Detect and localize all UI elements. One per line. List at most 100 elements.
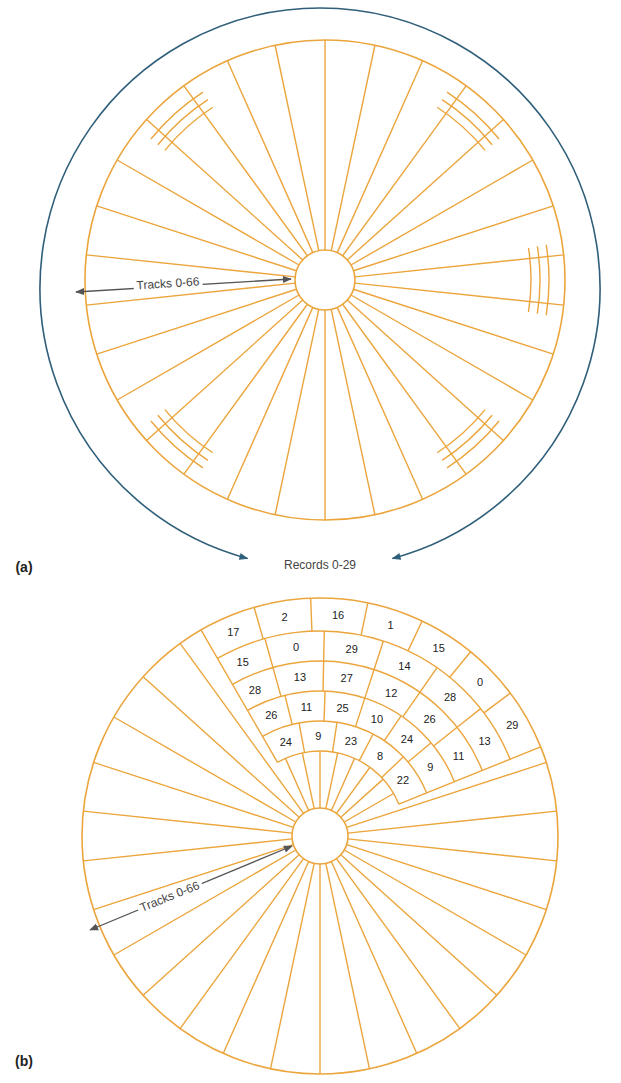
track-mark — [528, 248, 531, 312]
cell-divider — [408, 621, 422, 651]
record-spoke — [354, 206, 554, 271]
cell-ring — [233, 661, 483, 770]
track-range: Tracks 0-66 — [136, 878, 205, 916]
cell-divider — [408, 743, 431, 762]
record-spoke — [97, 206, 297, 271]
cell-divider — [359, 734, 373, 761]
cell-ring — [248, 691, 455, 782]
cell-divider — [333, 722, 337, 752]
record-spoke — [331, 758, 354, 810]
record-spoke — [83, 839, 292, 861]
cell-edge — [399, 747, 541, 804]
record-spoke — [331, 309, 375, 514]
track-mark — [447, 92, 499, 139]
record-number: 28 — [249, 684, 261, 696]
record-number: 25 — [336, 702, 348, 714]
record-spoke — [324, 40, 325, 250]
record-number: 13 — [294, 671, 306, 683]
cell-divider — [484, 693, 510, 713]
record-number: 1 — [387, 619, 393, 631]
record-spoke — [94, 845, 294, 910]
figure-tag: (b) — [15, 1054, 33, 1069]
track-range: Tracks 0-66 — [133, 275, 203, 293]
track-mark — [151, 92, 203, 139]
cell-divider — [457, 709, 481, 728]
record-number: 0 — [293, 641, 299, 653]
record-spoke — [337, 61, 422, 253]
record-number: 9 — [427, 761, 433, 773]
track-arrow — [90, 846, 292, 930]
record-number: 8 — [377, 750, 383, 762]
cell-ring — [263, 721, 427, 793]
record-number: 15 — [433, 642, 445, 654]
record-number: 26 — [423, 713, 435, 725]
disk-edge — [82, 598, 558, 1074]
record-number: 0 — [477, 676, 483, 688]
record-spoke — [184, 304, 307, 474]
record-number: 23 — [345, 735, 357, 747]
cell-ring — [218, 631, 511, 759]
cell-divider — [323, 631, 325, 661]
cell-divider — [322, 661, 324, 691]
record-spoke — [147, 300, 303, 441]
cell-edge — [201, 630, 278, 763]
record-spoke — [324, 310, 325, 520]
record-number: 13 — [478, 735, 490, 747]
record-spoke — [343, 86, 466, 256]
record-number: 9 — [315, 730, 321, 742]
cell-divider — [285, 695, 292, 724]
record-number: 26 — [265, 709, 277, 721]
records-arc — [40, 8, 600, 558]
cell-ring — [278, 751, 399, 804]
record-number: 29 — [346, 643, 358, 655]
cell-divider — [324, 691, 325, 721]
record-spoke — [223, 862, 308, 1054]
record-spoke — [117, 160, 299, 265]
record-spoke — [326, 863, 370, 1068]
record-spoke — [337, 307, 422, 499]
record-spoke — [351, 295, 533, 400]
record-number: 11 — [301, 701, 312, 713]
cell-divider — [299, 723, 304, 752]
record-spoke — [351, 160, 533, 265]
cell-divider — [450, 652, 471, 678]
cell-divider — [254, 607, 263, 639]
disk-hub — [295, 250, 355, 310]
record-number: 14 — [398, 660, 410, 672]
record-number: 10 — [371, 713, 383, 725]
figure-tag: (a) — [15, 560, 32, 575]
record-spoke — [354, 289, 554, 354]
record-number: 16 — [332, 609, 344, 621]
record-number: 17 — [227, 626, 239, 638]
record-spoke — [114, 850, 296, 955]
record-number: 27 — [341, 672, 353, 684]
record-spoke — [347, 845, 547, 910]
cell-divider — [356, 698, 365, 727]
record-range: Records 0-29 — [281, 559, 359, 572]
cell-divider — [434, 727, 458, 746]
record-spoke — [344, 794, 393, 823]
record-spoke — [302, 753, 314, 809]
record-spoke — [97, 289, 297, 354]
record-number: 29 — [506, 719, 518, 731]
record-number: 2 — [282, 611, 288, 623]
record-number: 11 — [453, 750, 464, 762]
track-mark — [447, 421, 499, 468]
record-spoke — [348, 811, 557, 833]
record-spoke — [319, 751, 320, 808]
record-number: 24 — [401, 733, 413, 745]
record-spoke — [347, 300, 503, 441]
record-spoke — [227, 307, 312, 499]
cell-divider — [311, 598, 312, 631]
record-spoke — [94, 762, 294, 827]
cell-divider — [384, 716, 401, 741]
record-spoke — [331, 862, 416, 1054]
record-spoke — [347, 119, 503, 260]
record-spoke — [147, 119, 303, 260]
record-number: 24 — [280, 736, 292, 748]
record-spoke — [275, 45, 319, 250]
record-spoke — [86, 255, 295, 277]
record-spoke — [180, 643, 303, 813]
disk-edge — [85, 40, 565, 520]
